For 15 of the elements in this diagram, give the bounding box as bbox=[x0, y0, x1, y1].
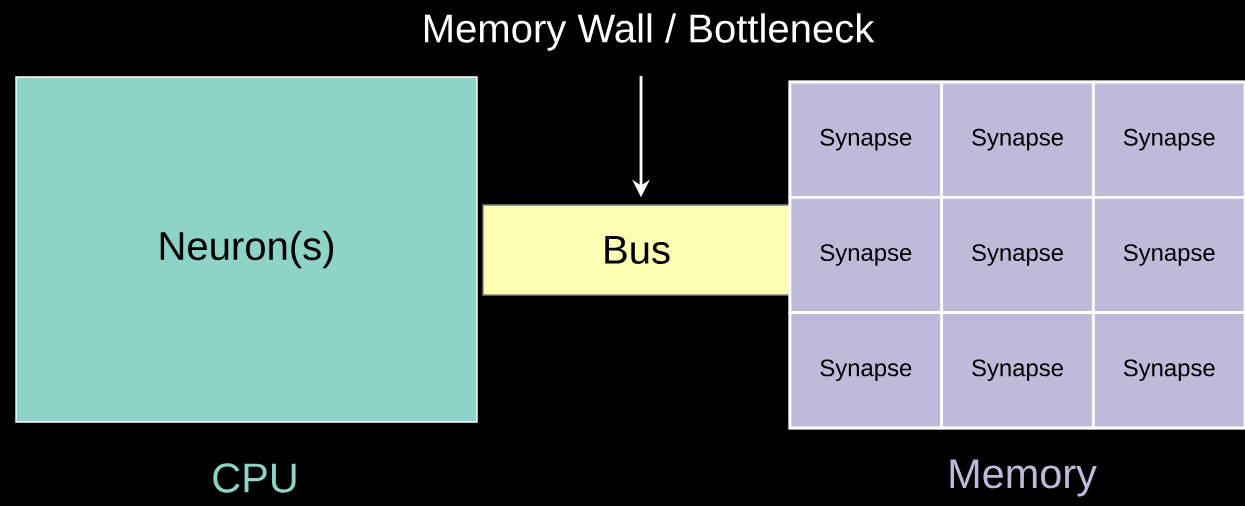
synapse-cell: Synapse bbox=[940, 80, 1095, 199]
synapse-cell: Synapse bbox=[788, 311, 944, 430]
synapse-cell: Synapse bbox=[940, 195, 1095, 315]
caption-text: Memory bbox=[950, 459, 1097, 497]
node-label: Synapse bbox=[1123, 244, 1215, 266]
heading-text: Memory Wall / Bottleneck bbox=[424, 13, 875, 51]
synapse-cell: Synapse bbox=[1091, 80, 1245, 199]
bus-box: Bus bbox=[482, 204, 791, 296]
synapse-cell: Synapse bbox=[1091, 311, 1245, 430]
synapse-cell: Synapse bbox=[1091, 195, 1245, 315]
synapse-cell: Synapse bbox=[788, 80, 944, 199]
synapse-cell: Synapse bbox=[788, 195, 944, 315]
synapse-cell: Synapse bbox=[940, 311, 1095, 430]
neuron-box: Neuron(s) bbox=[15, 76, 478, 423]
caption-text: CPU bbox=[213, 463, 296, 493]
